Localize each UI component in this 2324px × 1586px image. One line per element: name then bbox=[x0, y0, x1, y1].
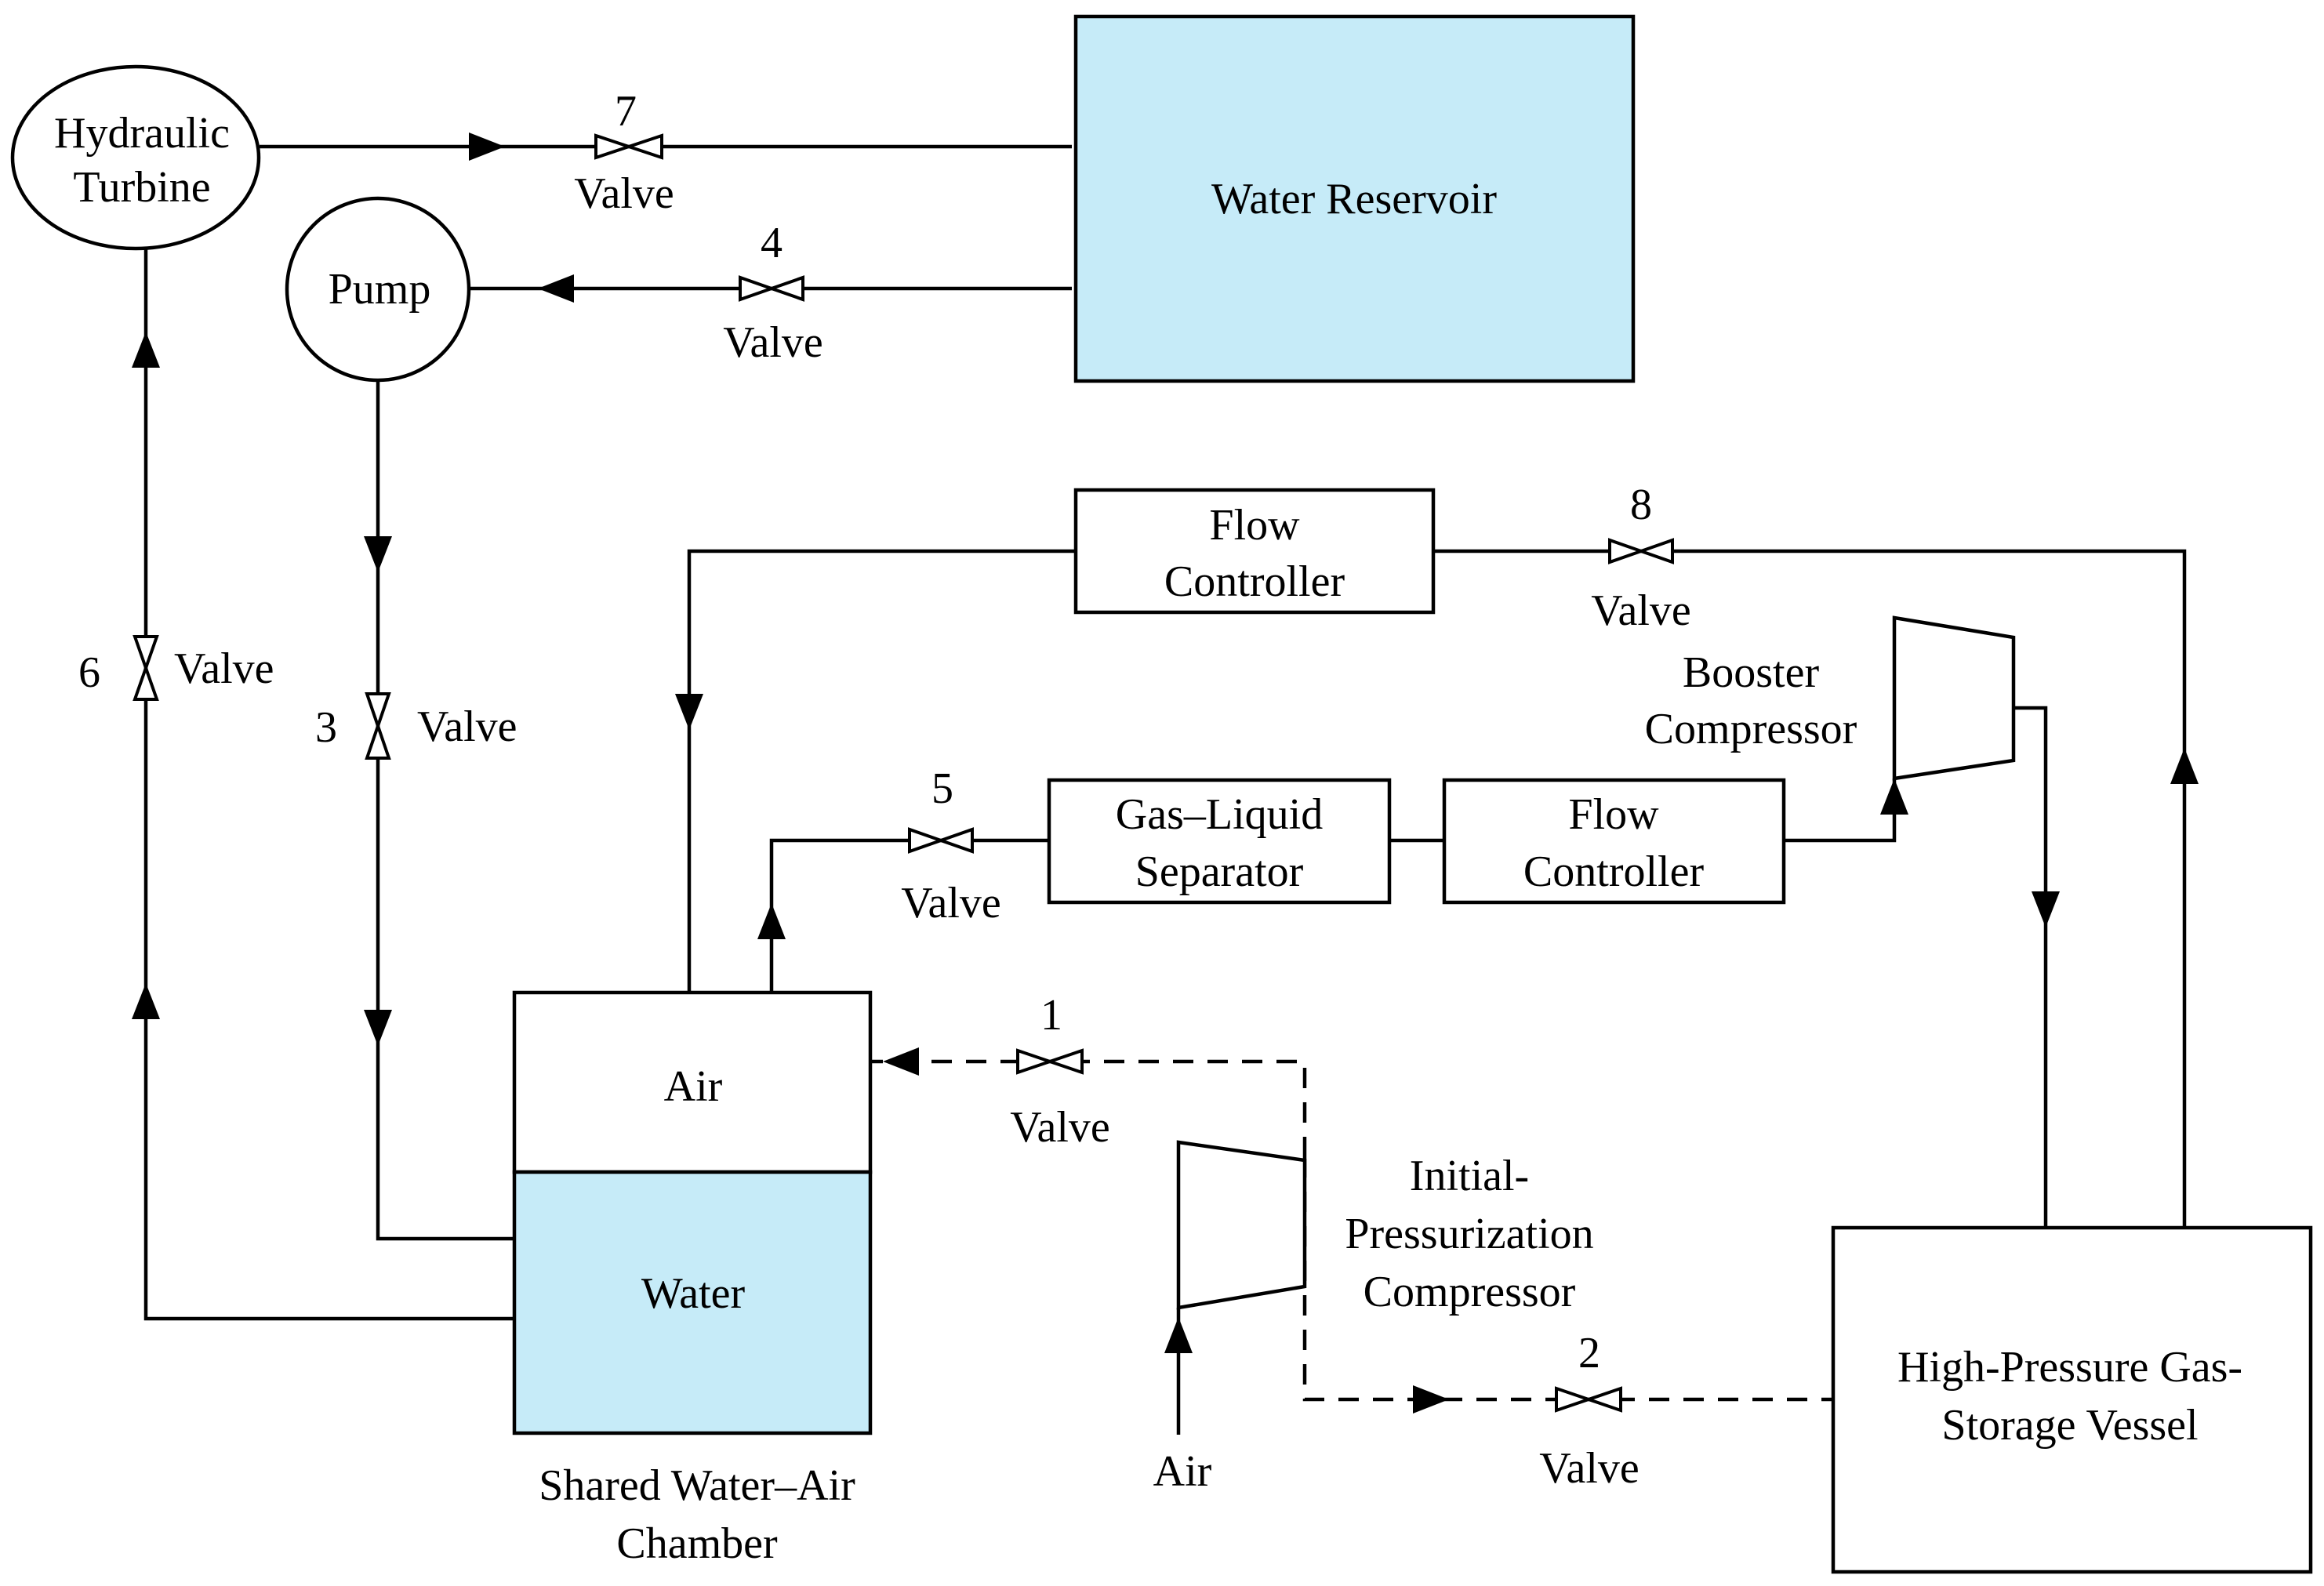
initial-pressurization-compressor bbox=[1176, 1140, 1307, 1310]
valve-1-label: Valve bbox=[1010, 1103, 1110, 1152]
flow-controller-top-label-2: Controller bbox=[1164, 557, 1345, 606]
arrow-down-to-vessel bbox=[2032, 891, 2060, 927]
initial-compressor-label-3: Compressor bbox=[1364, 1268, 1576, 1316]
chamber-caption-1: Shared Water–Air bbox=[539, 1461, 855, 1510]
arrow-down-pump-upper bbox=[364, 536, 392, 572]
arrow-reservoir-to-pump bbox=[538, 274, 574, 303]
gas-liquid-separator bbox=[1047, 778, 1392, 905]
valve-4-label: Valve bbox=[723, 318, 823, 367]
valve-5-label: Valve bbox=[901, 879, 1001, 927]
arrow-turbine-to-reservoir bbox=[469, 132, 505, 161]
initial-compressor-label-1: Initial- bbox=[1410, 1152, 1529, 1200]
chamber-water-section bbox=[512, 1170, 873, 1435]
arrow-into-chamber-air bbox=[883, 1047, 919, 1076]
valve-7-number: 7 bbox=[615, 87, 637, 136]
pipe-top-controller-to-chamber bbox=[687, 549, 1074, 993]
pump-label: Pump bbox=[329, 265, 431, 314]
valve-5-number: 5 bbox=[931, 764, 953, 813]
valve-2-number: 2 bbox=[1578, 1329, 1600, 1377]
pipe-controller-to-booster bbox=[1784, 778, 1897, 843]
booster-compressor-label-2: Compressor bbox=[1645, 705, 1857, 753]
arrow-up-from-vessel bbox=[2170, 748, 2199, 784]
chamber-air-section bbox=[512, 990, 873, 1174]
arrow-up-to-separator bbox=[757, 903, 786, 939]
valve-4-number: 4 bbox=[761, 219, 783, 267]
hp-vessel-label-1: High-Pressure Gas- bbox=[1897, 1343, 2242, 1392]
pump bbox=[285, 196, 471, 383]
flow-controller-top bbox=[1073, 488, 1436, 615]
pipe-booster-to-vessel bbox=[2014, 706, 2048, 1228]
water-reservoir bbox=[1073, 14, 1636, 383]
hydraulic-turbine-label-1: Hydraulic bbox=[54, 109, 230, 158]
valve-3 bbox=[365, 692, 391, 760]
valve-2-label: Valve bbox=[1539, 1444, 1640, 1493]
booster-compressor bbox=[1892, 615, 2016, 781]
hp-vessel-label-2: Storage Vessel bbox=[1941, 1401, 2198, 1450]
hydraulic-turbine bbox=[10, 64, 261, 251]
valve-7 bbox=[594, 133, 663, 160]
valve-1 bbox=[1016, 1048, 1084, 1075]
arrow-up-to-booster bbox=[1880, 778, 1908, 815]
high-pressure-gas-storage-vessel bbox=[1831, 1225, 2313, 1574]
arrow-down-to-chamber bbox=[675, 694, 703, 730]
chamber-caption-2: Chamber bbox=[616, 1519, 778, 1568]
valve-8-label: Valve bbox=[1591, 586, 1691, 635]
arrow-up-turbine-upper bbox=[132, 332, 160, 368]
valve-4 bbox=[739, 275, 804, 302]
pipe-chamber-to-turbine bbox=[143, 249, 514, 1321]
hydraulic-turbine-label-2: Turbine bbox=[73, 163, 210, 212]
valve-5 bbox=[908, 827, 974, 854]
booster-compressor-label-1: Booster bbox=[1683, 648, 1820, 697]
water-reservoir-label: Water Reservoir bbox=[1211, 175, 1497, 223]
pipe-vessel-to-top-controller bbox=[1433, 549, 2187, 1228]
arrow-air-inlet bbox=[1164, 1317, 1193, 1353]
air-inlet-label: Air bbox=[1153, 1447, 1212, 1496]
valve-8-number: 8 bbox=[1630, 481, 1652, 529]
arrow-down-pump-lower bbox=[364, 1010, 392, 1046]
flow-controller-top-label-1: Flow bbox=[1209, 501, 1300, 550]
valve-6 bbox=[133, 635, 159, 701]
valve-6-label: Valve bbox=[174, 644, 274, 693]
flow-controller-mid-label-2: Controller bbox=[1523, 847, 1705, 896]
pipe-pump-to-chamber bbox=[376, 379, 514, 1241]
valve-7-label: Valve bbox=[574, 169, 674, 218]
chamber-air-label: Air bbox=[664, 1062, 723, 1111]
arrow-to-valve-2 bbox=[1413, 1385, 1449, 1414]
separator-label-1: Gas–Liquid bbox=[1116, 790, 1323, 839]
initial-compressor-label-2: Pressurization bbox=[1345, 1210, 1593, 1258]
valve-8 bbox=[1608, 538, 1674, 564]
valve-1-number: 1 bbox=[1040, 991, 1062, 1040]
valve-6-number: 6 bbox=[78, 648, 100, 697]
separator-label-2: Separator bbox=[1135, 847, 1304, 896]
valve-3-label: Valve bbox=[417, 702, 517, 751]
chamber-water-label: Water bbox=[641, 1269, 746, 1318]
flow-controller-mid-label-1: Flow bbox=[1568, 790, 1659, 839]
arrow-up-turbine-lower bbox=[132, 983, 160, 1019]
valve-3-number: 3 bbox=[315, 703, 337, 752]
flow-controller-mid bbox=[1442, 778, 1786, 905]
valve-2 bbox=[1555, 1386, 1622, 1413]
